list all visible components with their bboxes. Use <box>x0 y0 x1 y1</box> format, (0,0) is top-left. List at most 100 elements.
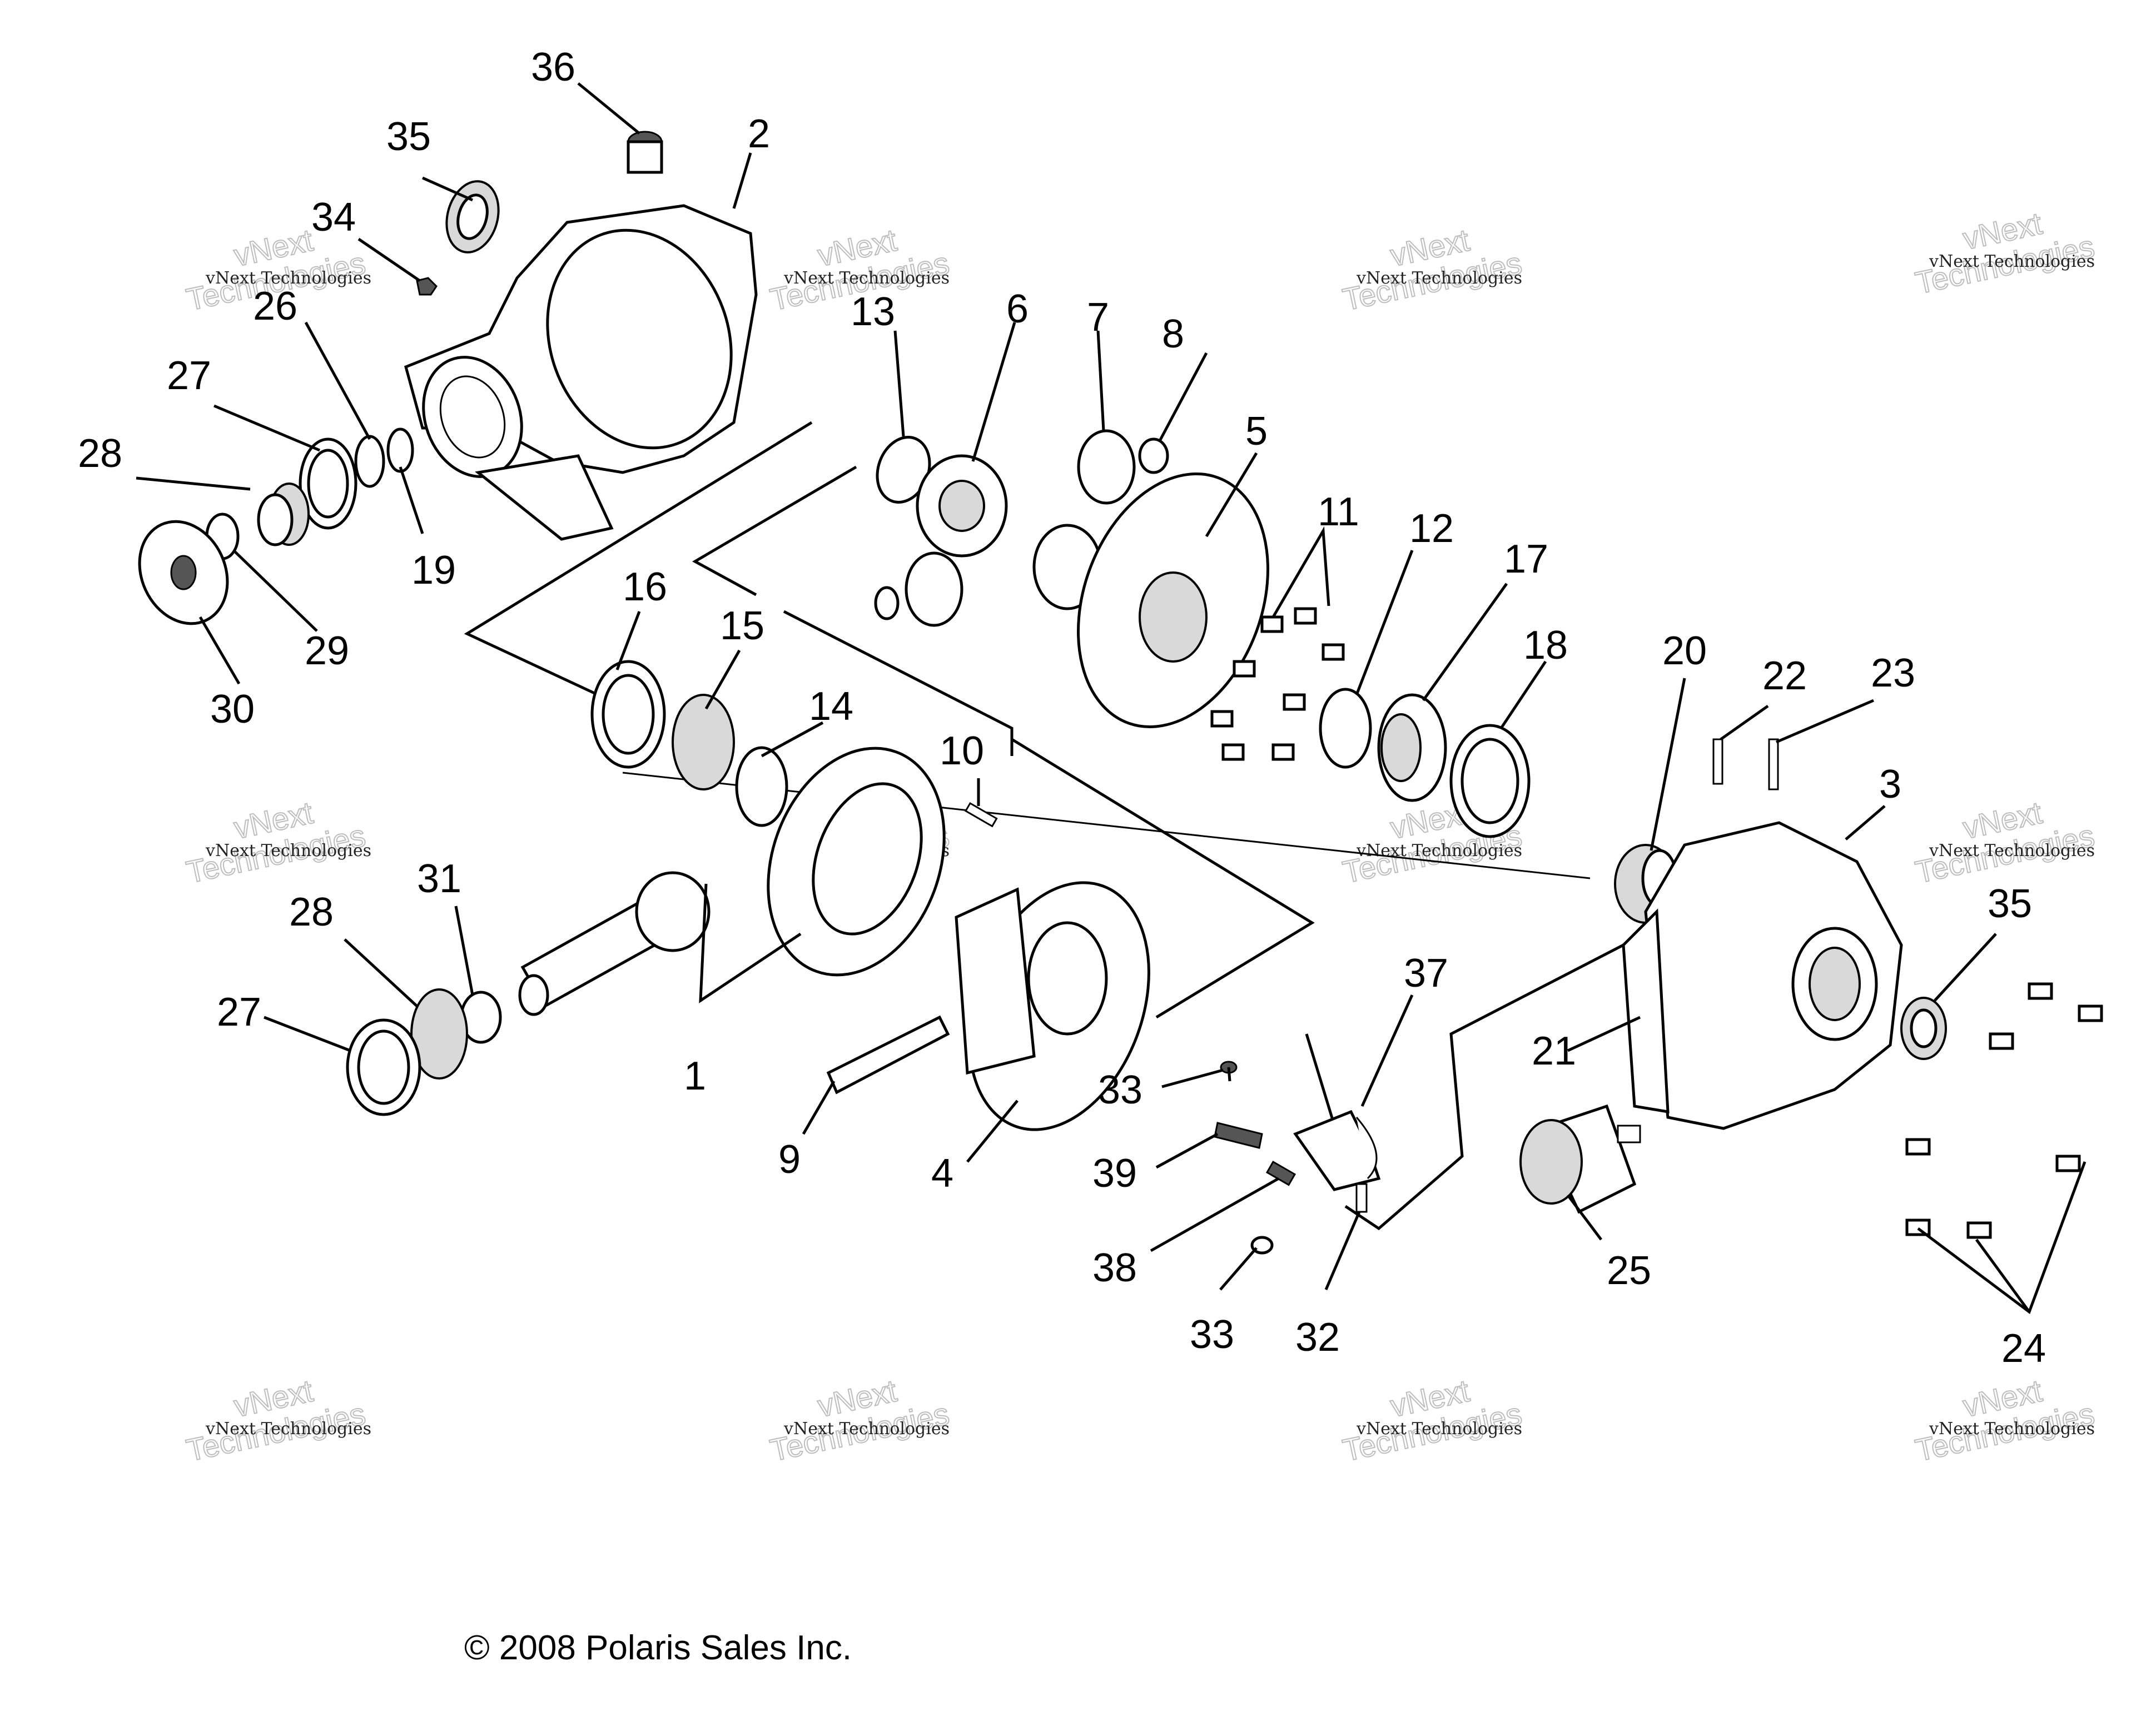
oil-seal-right <box>1900 997 1947 1060</box>
callout-22: 22 <box>1762 654 1807 698</box>
callout-10: 10 <box>940 729 984 773</box>
left-bearing-stack <box>138 427 414 625</box>
bolts-group-11 <box>1210 607 1345 761</box>
spring <box>1214 1122 1263 1149</box>
rear-housing <box>1622 821 1903 1130</box>
parts <box>138 131 2103 1255</box>
bolts-group-24 <box>1905 982 2103 1239</box>
pinion-gear-lower <box>905 551 963 627</box>
watermark-small: vNext Technologies <box>205 1419 371 1439</box>
guide-line-gear-set <box>692 465 857 596</box>
watermark: vNext Technologies vNext Technologies <box>1912 1372 2098 1469</box>
watermark-small: vNext Technologies <box>1356 841 1522 861</box>
watermark: vNext Technologies vNext Technologies <box>183 794 371 891</box>
callout-39: 39 <box>1092 1151 1137 1196</box>
actuator <box>1519 1104 1641 1214</box>
watermark: vNext Technologies vNext Technologies <box>1912 205 2098 301</box>
callout-33-top: 33 <box>1098 1068 1142 1112</box>
watermark: vNext Technologies vNext Technologies <box>767 1372 953 1469</box>
callout-2: 2 <box>748 112 770 156</box>
callout-29: 29 <box>305 629 349 673</box>
guide-line-differential <box>783 610 1315 1019</box>
callout-26: 26 <box>253 284 297 329</box>
nut <box>416 277 438 296</box>
small-washer <box>1138 437 1169 474</box>
watermark-small: vNext Technologies <box>1929 252 2095 271</box>
callout-31: 31 <box>417 857 461 901</box>
vent-plug <box>627 131 663 174</box>
guide-line-housing <box>464 421 813 713</box>
shift-fork <box>1293 1110 1381 1191</box>
callout-35-top: 35 <box>386 115 431 159</box>
callout-4: 4 <box>931 1151 953 1196</box>
callout-6: 6 <box>1006 287 1029 331</box>
oil-seal-top <box>445 180 500 253</box>
callout-20: 20 <box>1662 629 1707 673</box>
callout-11: 11 <box>1318 490 1359 534</box>
watermark-small: vNext Technologies <box>783 1419 950 1439</box>
right-bearing-stack <box>1319 688 1531 838</box>
middle-bearing-stack <box>590 660 788 827</box>
watermark: vNext Technologies vNext Technologies <box>1339 222 1526 318</box>
callout-labels: 36 2 35 34 26 27 28 19 29 30 13 6 7 8 5 … <box>78 45 2046 1371</box>
front-housing <box>404 204 758 541</box>
ring-and-pinion <box>518 747 946 1016</box>
copyright-notice: © 2008 Polaris Sales Inc. <box>464 1629 852 1667</box>
watermark-small: vNext Technologies <box>1356 268 1522 288</box>
ring-plate <box>1077 472 1269 729</box>
callout-14: 14 <box>809 684 853 729</box>
callout-12: 12 <box>1409 506 1454 551</box>
callout-17: 17 <box>1504 537 1548 581</box>
stud-22 <box>1712 738 1723 785</box>
callout-38: 38 <box>1092 1246 1137 1290</box>
cross-pin <box>826 1015 950 1095</box>
callout-33-bottom: 33 <box>1190 1312 1234 1357</box>
roll-pin <box>1355 1183 1368 1213</box>
callout-15: 15 <box>720 604 764 648</box>
pinion-bearing-stack <box>346 988 502 1116</box>
callout-5: 5 <box>1245 409 1268 454</box>
e-clip-upper <box>1220 1061 1238 1082</box>
side-gear-upper <box>916 454 1008 558</box>
watermark: vNext Technologies vNext Technologies <box>183 1372 371 1469</box>
callout-13: 13 <box>851 290 895 334</box>
callout-3: 3 <box>1879 762 1901 807</box>
callout-36: 36 <box>531 45 575 89</box>
callout-35-right: 35 <box>1988 882 2032 926</box>
watermark: vNext Technologies vNext Technologies <box>1912 794 2098 891</box>
watermark: vNext Technologies vNext Technologies <box>1339 1372 1526 1469</box>
leader-lines <box>136 82 2087 1315</box>
callout-27-top: 27 <box>167 354 211 398</box>
watermark-small: vNext Technologies <box>1929 1419 2095 1439</box>
callout-18: 18 <box>1523 623 1568 668</box>
differential-case <box>955 881 1150 1131</box>
callout-16: 16 <box>623 565 667 609</box>
watermark-small: vNext Technologies <box>1929 841 2095 861</box>
callout-34: 34 <box>311 195 356 240</box>
callout-21: 21 <box>1532 1029 1576 1073</box>
callout-25: 25 <box>1607 1249 1651 1293</box>
small-washer-lower <box>874 586 900 620</box>
watermark-small: vNext Technologies <box>205 268 371 288</box>
callout-28-top: 28 <box>78 431 122 476</box>
callout-9: 9 <box>778 1137 801 1182</box>
watermark-small: vNext Technologies <box>205 841 371 861</box>
watermark-small: vNext Technologies <box>783 268 950 288</box>
callout-32: 32 <box>1295 1315 1340 1360</box>
small-pin <box>964 802 998 828</box>
callout-8: 8 <box>1162 312 1184 356</box>
callout-1: 1 <box>684 1054 706 1098</box>
callout-30: 30 <box>210 687 255 732</box>
callout-37: 37 <box>1404 951 1448 996</box>
callout-7: 7 <box>1087 295 1109 340</box>
watermark-small: vNext Technologies <box>1356 1419 1522 1439</box>
callout-27-bottom: 27 <box>217 990 261 1034</box>
callout-28-bottom: 28 <box>289 890 334 934</box>
pinion-gear-upper <box>1077 429 1136 505</box>
guide-line-shift <box>1344 943 1625 1231</box>
callout-23: 23 <box>1871 651 1915 695</box>
stud-23 <box>1768 738 1779 790</box>
callout-19: 19 <box>411 548 456 593</box>
